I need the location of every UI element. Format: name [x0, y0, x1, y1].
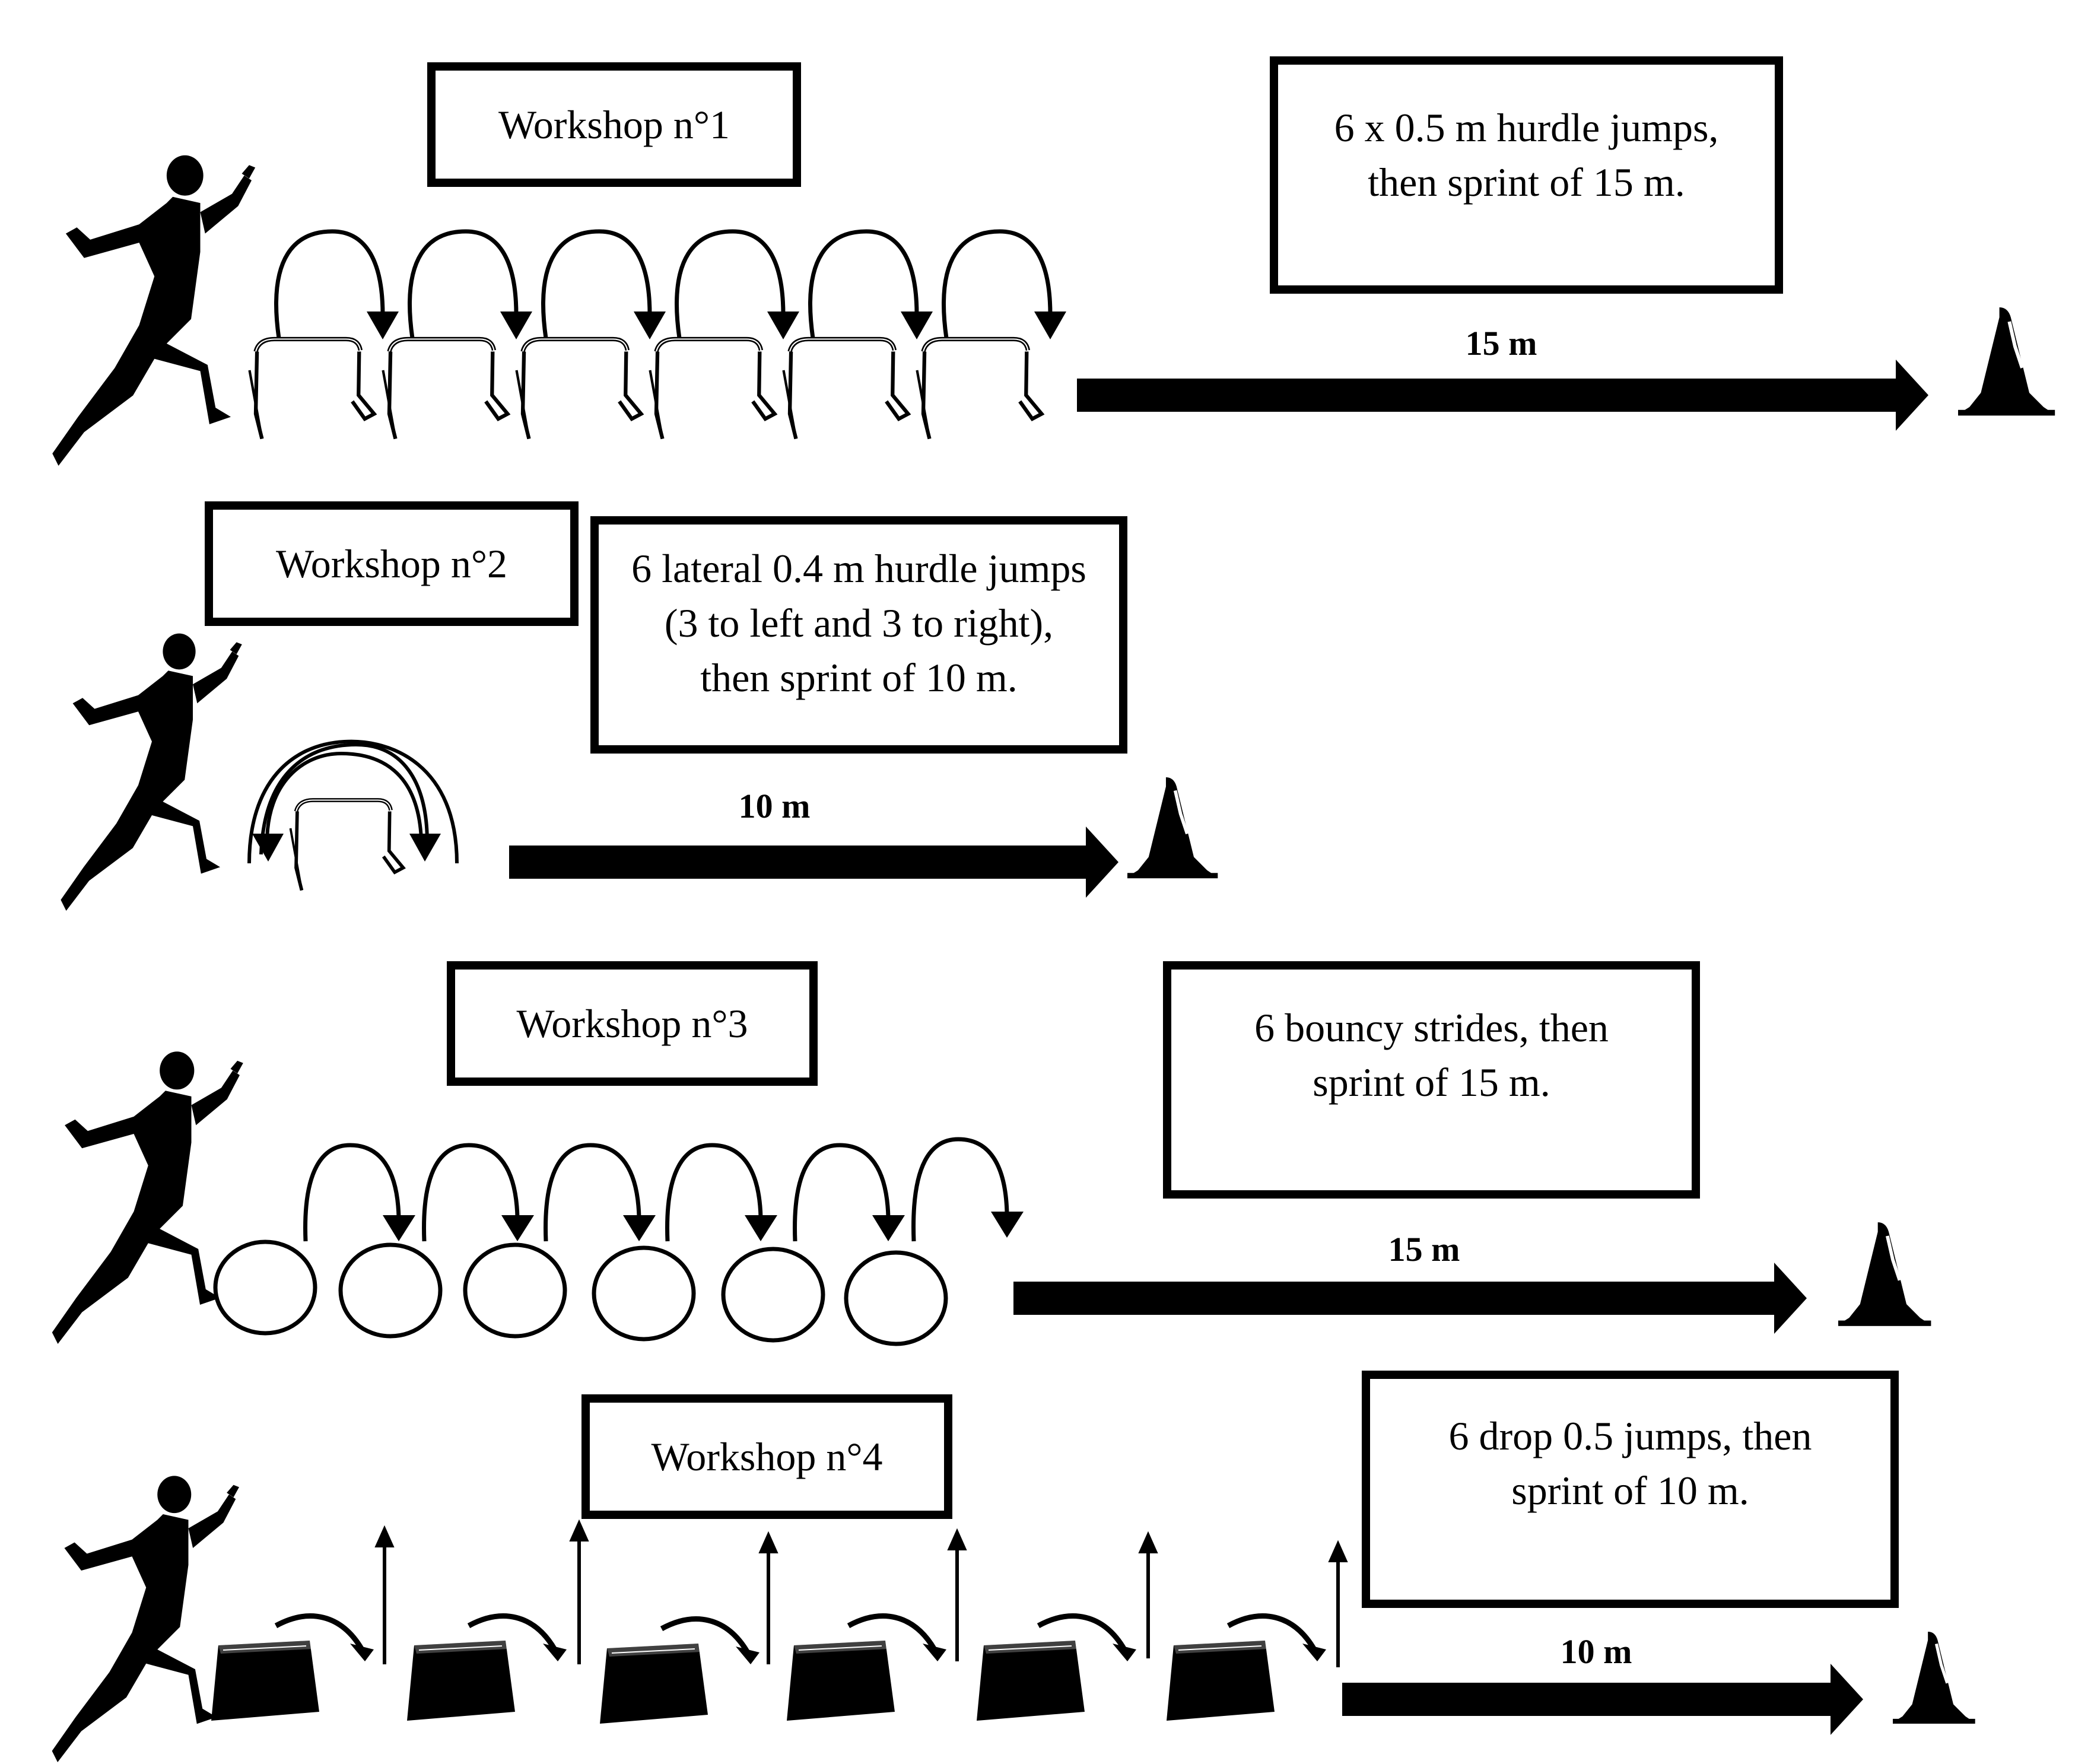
hoop-icon: [463, 1242, 567, 1339]
curved-arrow-icon: [660, 1616, 750, 1654]
workshop-1-jump-arrowheads: [367, 312, 1066, 339]
workshop-1-distance-label: 15 m: [1465, 324, 1537, 363]
curved-arrow-icon: [808, 229, 919, 339]
workshop-4-cone-icon: [1893, 1632, 1975, 1724]
curved-arrow-icon: [665, 1143, 763, 1242]
hoop-icon: [844, 1250, 948, 1346]
curved-arrow-icon: [303, 1143, 401, 1242]
workshop-3-distance-label: 15 m: [1388, 1230, 1460, 1269]
curved-arrow-icon: [541, 229, 652, 339]
workshop-2-runner-icon: [61, 633, 242, 911]
workshop-2-jump-arrowheads: [252, 834, 441, 862]
box-icon: [406, 1640, 516, 1721]
workshop-2-lateral-jump-arrows: [247, 739, 459, 864]
workshop-4-vertical-jump-arrows: [374, 1519, 1348, 1667]
curved-arrow-icon: [911, 1137, 1009, 1242]
curved-arrow-icon: [793, 1143, 891, 1242]
hoop-icon: [213, 1239, 317, 1336]
workshop-4-drop-arrows: [274, 1613, 1317, 1654]
hoop-icon: [592, 1245, 696, 1342]
workshop-3-sprint-arrow-icon: [1013, 1263, 1807, 1334]
hoop-icon: [721, 1247, 825, 1343]
curved-arrow-icon: [274, 1613, 364, 1651]
workshop-3-jump-arrowheads: [383, 1212, 1024, 1241]
workshop-4-runner-icon: [52, 1476, 240, 1762]
workshop-1-hurdles: [250, 339, 1042, 439]
workshop-4-distance-label: 10 m: [1560, 1632, 1632, 1671]
hurdle-icon: [517, 339, 641, 439]
box-icon: [599, 1643, 708, 1724]
hurdle-icon: [917, 339, 1042, 439]
curved-arrow-icon: [942, 229, 1053, 339]
box-icon: [786, 1640, 895, 1721]
workshop-1-jump-arrows: [274, 229, 1053, 339]
hurdle-icon: [250, 339, 374, 439]
curved-arrow-icon: [259, 742, 429, 855]
workshop-1-title: Workshop n°1: [427, 62, 801, 187]
workshop-2-title: Workshop n°2: [205, 501, 579, 626]
hurdle-icon: [784, 339, 908, 439]
box-icon: [1166, 1640, 1275, 1721]
workshop-3-runner-icon: [52, 1051, 243, 1344]
workshop-2-distance-label: 10 m: [738, 787, 811, 825]
hoop-icon: [338, 1242, 443, 1339]
workshop-2-hurdle: [291, 800, 403, 891]
curved-arrow-icon: [274, 229, 385, 339]
box-icon: [976, 1640, 1085, 1721]
curved-arrow-icon: [1037, 1613, 1127, 1651]
curved-arrow-icon: [847, 1613, 937, 1651]
hurdle-icon: [650, 339, 775, 439]
workshop-2-cone-icon: [1127, 777, 1218, 878]
workshop-1-runner-icon: [52, 155, 256, 466]
workshop-3-cone-icon: [1838, 1222, 1931, 1326]
workshop-1-cone-icon: [1958, 307, 2055, 415]
workshop-3-title: Workshop n°3: [447, 961, 818, 1086]
curved-arrow-icon: [1226, 1613, 1317, 1651]
curved-arrow-icon: [422, 1143, 520, 1242]
curved-arrow-icon: [265, 751, 423, 843]
workshop-2-sprint-arrow-icon: [509, 827, 1118, 898]
curved-arrow-icon: [544, 1143, 641, 1242]
workshop-4-drop-arrowheads: [350, 1644, 1326, 1664]
box-icon: [211, 1640, 320, 1721]
workshop-1-description: 6 x 0.5 m hurdle jumps, then sprint of 1…: [1270, 56, 1783, 294]
workshop-2-description: 6 lateral 0.4 m hurdle jumps (3 to left …: [590, 516, 1127, 754]
workshop-4-description: 6 drop 0.5 jumps, then sprint of 10 m.: [1362, 1371, 1899, 1608]
curved-arrow-icon: [408, 229, 519, 339]
workshop-3-jump-arrows: [303, 1137, 1009, 1242]
workshop-3-description: 6 bouncy strides, then sprint of 15 m.: [1163, 961, 1700, 1199]
workshop-1-sprint-arrow-icon: [1077, 360, 1928, 431]
hurdle-icon: [291, 800, 403, 891]
curved-arrow-icon: [247, 739, 459, 864]
curved-arrow-icon: [467, 1613, 557, 1651]
workshop-4-title: Workshop n°4: [581, 1394, 952, 1519]
workshop-4-sprint-arrow-icon: [1342, 1664, 1863, 1735]
curved-arrow-icon: [675, 229, 786, 339]
hurdle-icon: [383, 339, 508, 439]
workshop-3-hoops: [213, 1239, 948, 1346]
